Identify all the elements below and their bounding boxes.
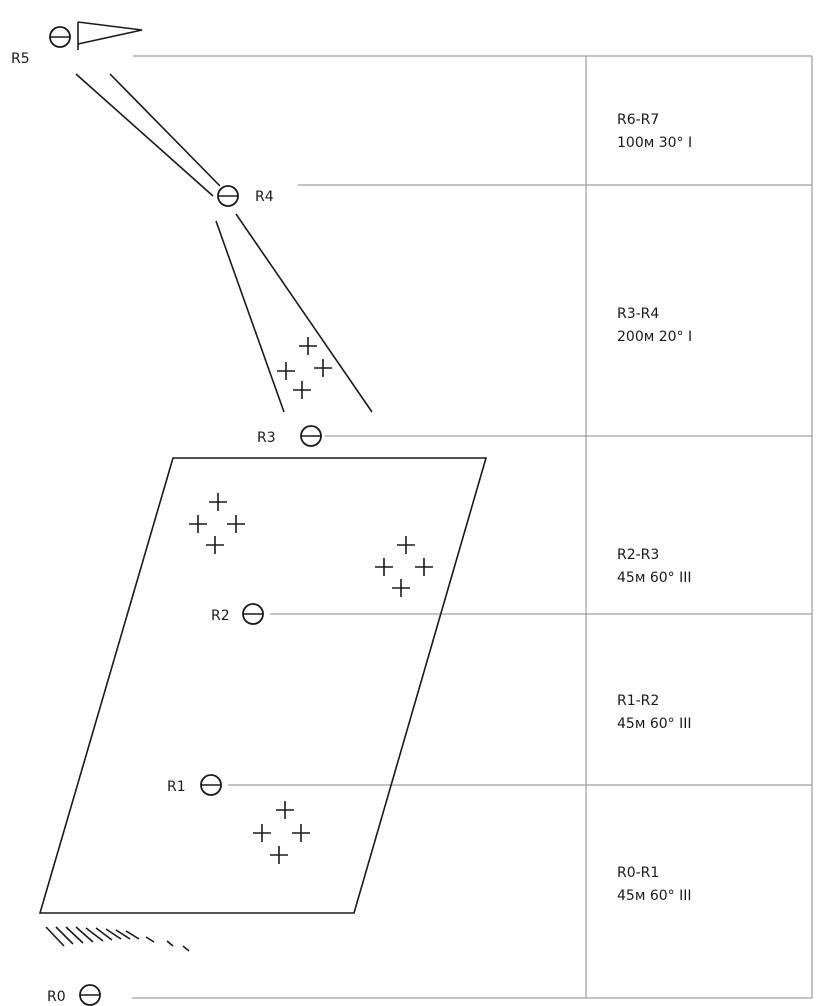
stations: R5 R4 R3 R2 R1 R0 bbox=[11, 26, 322, 1006]
section-title-r0-r1: R0-R1 bbox=[617, 865, 659, 881]
bolt-cluster-icon bbox=[189, 493, 245, 554]
section-details-r1-r2: 45м 60° III bbox=[617, 716, 691, 732]
station-r5: R5 bbox=[11, 26, 71, 67]
rock-face-outline bbox=[38, 457, 488, 914]
scree-hatching bbox=[45, 926, 190, 952]
section-details-r2-r3: 45м 60° III bbox=[617, 570, 691, 586]
station-r2: R2 bbox=[211, 603, 264, 625]
route-line-r3-r4-right bbox=[235, 213, 373, 413]
bolt-cluster-icon bbox=[277, 337, 332, 399]
station-r3: R3 bbox=[257, 425, 322, 447]
section-table bbox=[585, 56, 813, 998]
section-details-r0-r1: 45м 60° III bbox=[617, 888, 691, 904]
bolt-markers bbox=[189, 337, 433, 864]
station-label-r2: R2 bbox=[211, 608, 230, 624]
station-r0: R0 bbox=[47, 984, 101, 1006]
section-title-r1-r2: R1-R2 bbox=[617, 693, 659, 709]
section-details-r3-r4: 200м 20° I bbox=[617, 329, 692, 345]
bolt-cluster-icon bbox=[375, 536, 433, 597]
station-label-r1: R1 bbox=[167, 779, 186, 795]
station-label-r0: R0 bbox=[47, 989, 66, 1005]
route-line-r4-r5-left bbox=[75, 73, 214, 197]
route-lines bbox=[75, 73, 373, 413]
section-details-r6-r7: 100м 30° I bbox=[617, 135, 692, 151]
route-line-r3-r4-left bbox=[215, 220, 285, 413]
station-r1: R1 bbox=[167, 774, 222, 796]
summit-flag-icon bbox=[77, 21, 143, 50]
section-labels: R6-R7 100м 30° I R3-R4 200м 20° I R2-R3 … bbox=[617, 112, 692, 904]
station-r4: R4 bbox=[217, 185, 274, 207]
section-title-r6-r7: R6-R7 bbox=[617, 112, 659, 128]
station-label-r3: R3 bbox=[257, 430, 276, 446]
station-label-r4: R4 bbox=[255, 189, 274, 205]
section-title-r3-r4: R3-R4 bbox=[617, 306, 659, 322]
section-title-r2-r3: R2-R3 bbox=[617, 547, 659, 563]
route-line-r4-r5-right bbox=[109, 73, 221, 187]
guide-lines bbox=[132, 55, 812, 999]
station-label-r5: R5 bbox=[11, 51, 30, 67]
bolt-cluster-icon bbox=[253, 801, 310, 864]
